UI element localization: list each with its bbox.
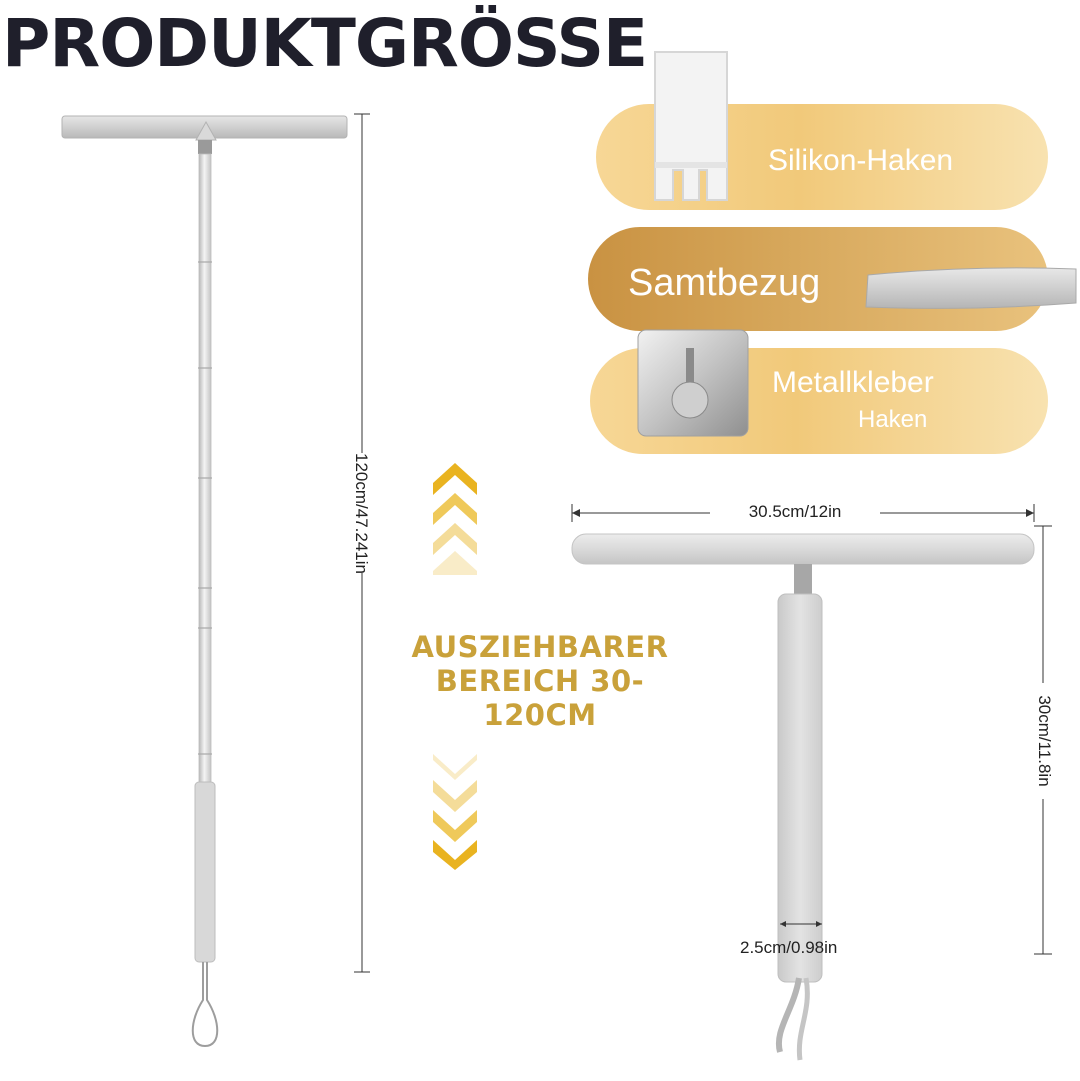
feature-sublabel-hook: Haken [858, 406, 928, 433]
handle-diameter-label: 2.5cm/0.98in [740, 938, 838, 957]
feature-label-velvet-cover: Samtbezug [628, 262, 821, 304]
short-height-label: 30cm/11.8in [1032, 683, 1054, 799]
extended-squeegee-illustration [61, 115, 348, 1048]
feature-label-metal-adhesive: Metallkleber [772, 366, 934, 399]
chevron-down-icon [433, 754, 477, 870]
silicone-hook-image [654, 51, 728, 201]
handle-diameter-dimension-line [780, 921, 822, 927]
feature-label-silicone-hook: Silikon-Haken [768, 144, 954, 177]
metal-hook-image [637, 329, 749, 437]
short-squeegee-illustration [571, 533, 1035, 1061]
chevron-up-icon [433, 463, 477, 575]
total-length-label: 120cm/47.241in [349, 453, 371, 574]
extendable-range-text: AUSZIEHBARER BEREICH 30-120CM [385, 630, 695, 732]
range-line-2: BEREICH 30-120CM [435, 664, 645, 732]
range-line-1: AUSZIEHBARER [411, 630, 669, 664]
velvet-cover-image [865, 267, 1077, 309]
page-title: PRODUKTGRÖSSE [2, 5, 648, 82]
blade-width-label: 30.5cm/12in [710, 502, 880, 522]
